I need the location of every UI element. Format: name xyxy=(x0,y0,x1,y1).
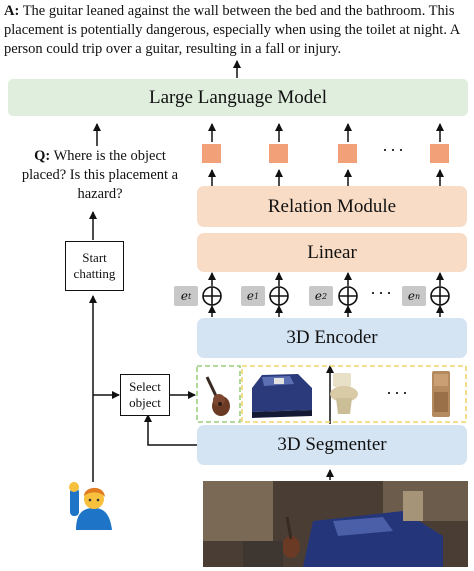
start-chatting-label: Start chatting xyxy=(73,250,116,281)
answer-text: A: The guitar leaned against the wall be… xyxy=(4,2,470,59)
token-ellipsis: ··· xyxy=(382,140,406,160)
select-object-label: Select object xyxy=(129,379,161,410)
embedding-ellipsis: ··· xyxy=(370,283,394,303)
cabinet-object-icon xyxy=(432,371,450,417)
circled-plus-icon xyxy=(269,286,289,306)
question-text: Q: Where is the object placed? Is this p… xyxy=(20,147,180,204)
circled-plus-icon xyxy=(430,286,450,306)
objects-ellipsis: ··· xyxy=(386,383,410,403)
output-token-square xyxy=(269,144,288,163)
person-raising-hand-icon xyxy=(69,482,112,530)
guitar-object-icon xyxy=(205,376,230,416)
segmenter-label: 3D Segmenter xyxy=(277,434,387,455)
output-token-square xyxy=(338,144,357,163)
scene-drawing xyxy=(203,481,468,567)
arrow-segmenter-to-select-object xyxy=(144,414,197,446)
linear-block: Linear xyxy=(197,233,467,272)
answer-body: The guitar leaned against the wall betwe… xyxy=(4,3,460,57)
toilet-object-icon xyxy=(330,373,358,414)
objects-strip-outline xyxy=(241,365,467,423)
linear-label: Linear xyxy=(307,241,357,263)
relation-module-block: Relation Module xyxy=(197,186,467,227)
output-token-square xyxy=(202,144,221,163)
encoder-label: 3D Encoder xyxy=(286,327,378,348)
bed-object-icon xyxy=(252,374,312,418)
question-prefix: Q: xyxy=(34,148,51,164)
circled-plus-icon xyxy=(202,286,222,306)
llm-block: Large Language Model xyxy=(8,79,468,116)
circled-plus-icon xyxy=(338,286,358,306)
selected-object-outline xyxy=(196,365,241,423)
segmenter-block: 3D Segmenter xyxy=(197,425,467,465)
relation-module-label: Relation Module xyxy=(267,195,397,217)
question-body: Where is the object placed? Is this plac… xyxy=(21,148,179,202)
llm-label: Large Language Model xyxy=(149,86,327,108)
start-chatting-button[interactable]: Start chatting xyxy=(65,241,124,291)
encoder-block: 3D Encoder xyxy=(197,318,467,358)
select-object-button[interactable]: Select object xyxy=(120,374,170,416)
answer-prefix: A: xyxy=(4,3,20,19)
scene-point-cloud-image xyxy=(203,481,468,567)
output-token-square xyxy=(430,144,449,163)
